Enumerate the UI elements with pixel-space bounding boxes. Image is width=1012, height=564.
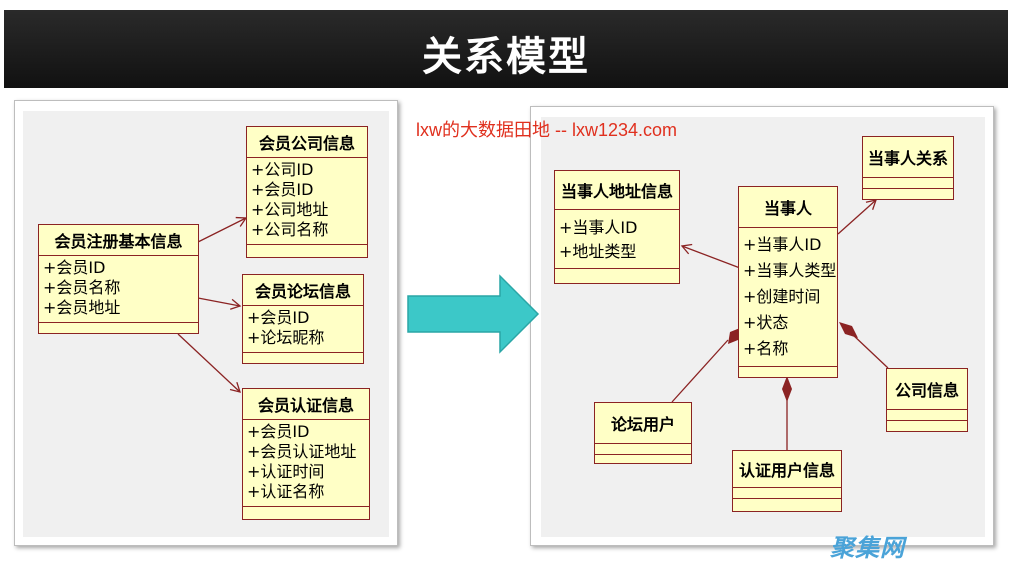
entity-title: 论坛用户: [595, 403, 691, 444]
entity-attr: +会员认证地址: [247, 442, 357, 461]
entity-member-company: 会员公司信息 +公司ID +会员ID +公司地址 +公司名称: [246, 126, 368, 258]
entity-attr: +状态: [743, 313, 789, 332]
entity-title: 当事人地址信息: [555, 171, 679, 210]
entity-attr: +名称: [743, 339, 789, 358]
entity-title: 会员注册基本信息: [39, 225, 198, 256]
entity-attr: +公司名称: [251, 220, 329, 239]
entity-title: 会员认证信息: [243, 389, 369, 420]
entity-forum-user: 论坛用户: [594, 402, 692, 464]
link-forum-user: [671, 339, 729, 403]
entity-attr: +论坛昵称: [247, 328, 325, 347]
entity-attr: +会员ID: [247, 422, 310, 441]
entity-auth-user-info: 认证用户信息: [732, 450, 842, 512]
entity-attr: +当事人ID: [743, 235, 822, 254]
title-bar: 关系模型: [4, 10, 1008, 88]
entity-title: 会员论坛信息: [243, 275, 363, 306]
page-title: 关系模型: [422, 34, 590, 80]
link-party-address: [680, 243, 741, 269]
site-logo: 聚集网: [830, 534, 905, 562]
diamond-company-info: [839, 322, 858, 338]
entity-attr: +会员ID: [247, 308, 310, 327]
entity-member-forum: 会员论坛信息 +会员ID +论坛昵称: [242, 274, 364, 364]
entity-attr: +公司地址: [251, 200, 329, 219]
link-company-info: [851, 333, 889, 369]
entity-title: 当事人: [739, 187, 837, 228]
entity-attr: +创建时间: [743, 287, 821, 306]
entity-title: 认证用户信息: [733, 451, 841, 488]
entity-attr: +会员ID: [251, 180, 314, 199]
entity-attr: +当事人ID: [559, 218, 638, 237]
link-party-relation: [837, 199, 877, 235]
entity-attr: +会员地址: [43, 298, 121, 317]
link-register-company: [197, 216, 248, 243]
link-register-forum: [197, 297, 242, 310]
entity-party: 当事人 +当事人ID +当事人类型 +创建时间 +状态 +名称: [738, 186, 838, 378]
entity-attr: +会员ID: [43, 258, 106, 277]
transition-arrow: [407, 274, 540, 354]
entity-attr: +会员名称: [43, 278, 121, 297]
entity-party-address: 当事人地址信息 +当事人ID +地址类型: [554, 170, 680, 284]
entity-attr: +当事人类型: [743, 261, 837, 280]
entity-attr: +认证名称: [247, 482, 325, 501]
entity-attr: +公司ID: [251, 160, 314, 179]
entity-member-register: 会员注册基本信息 +会员ID +会员名称 +会员地址: [38, 224, 199, 334]
entity-attr: +地址类型: [559, 242, 637, 261]
diamond-forum-user: [728, 328, 740, 344]
watermark-text: lxw的大数据田地 -- lxw1234.com: [416, 120, 678, 140]
entity-attr: +认证时间: [247, 462, 325, 481]
diamond-auth-user: [782, 376, 792, 402]
link-register-auth: [177, 333, 241, 393]
entity-party-relation: 当事人关系: [862, 136, 954, 200]
entity-title: 当事人关系: [863, 137, 953, 178]
entity-title: 会员公司信息: [247, 127, 367, 158]
entity-company-info: 公司信息: [886, 368, 968, 432]
entity-member-auth: 会员认证信息 +会员ID +会员认证地址 +认证时间 +认证名称: [242, 388, 370, 520]
entity-title: 公司信息: [887, 369, 967, 410]
